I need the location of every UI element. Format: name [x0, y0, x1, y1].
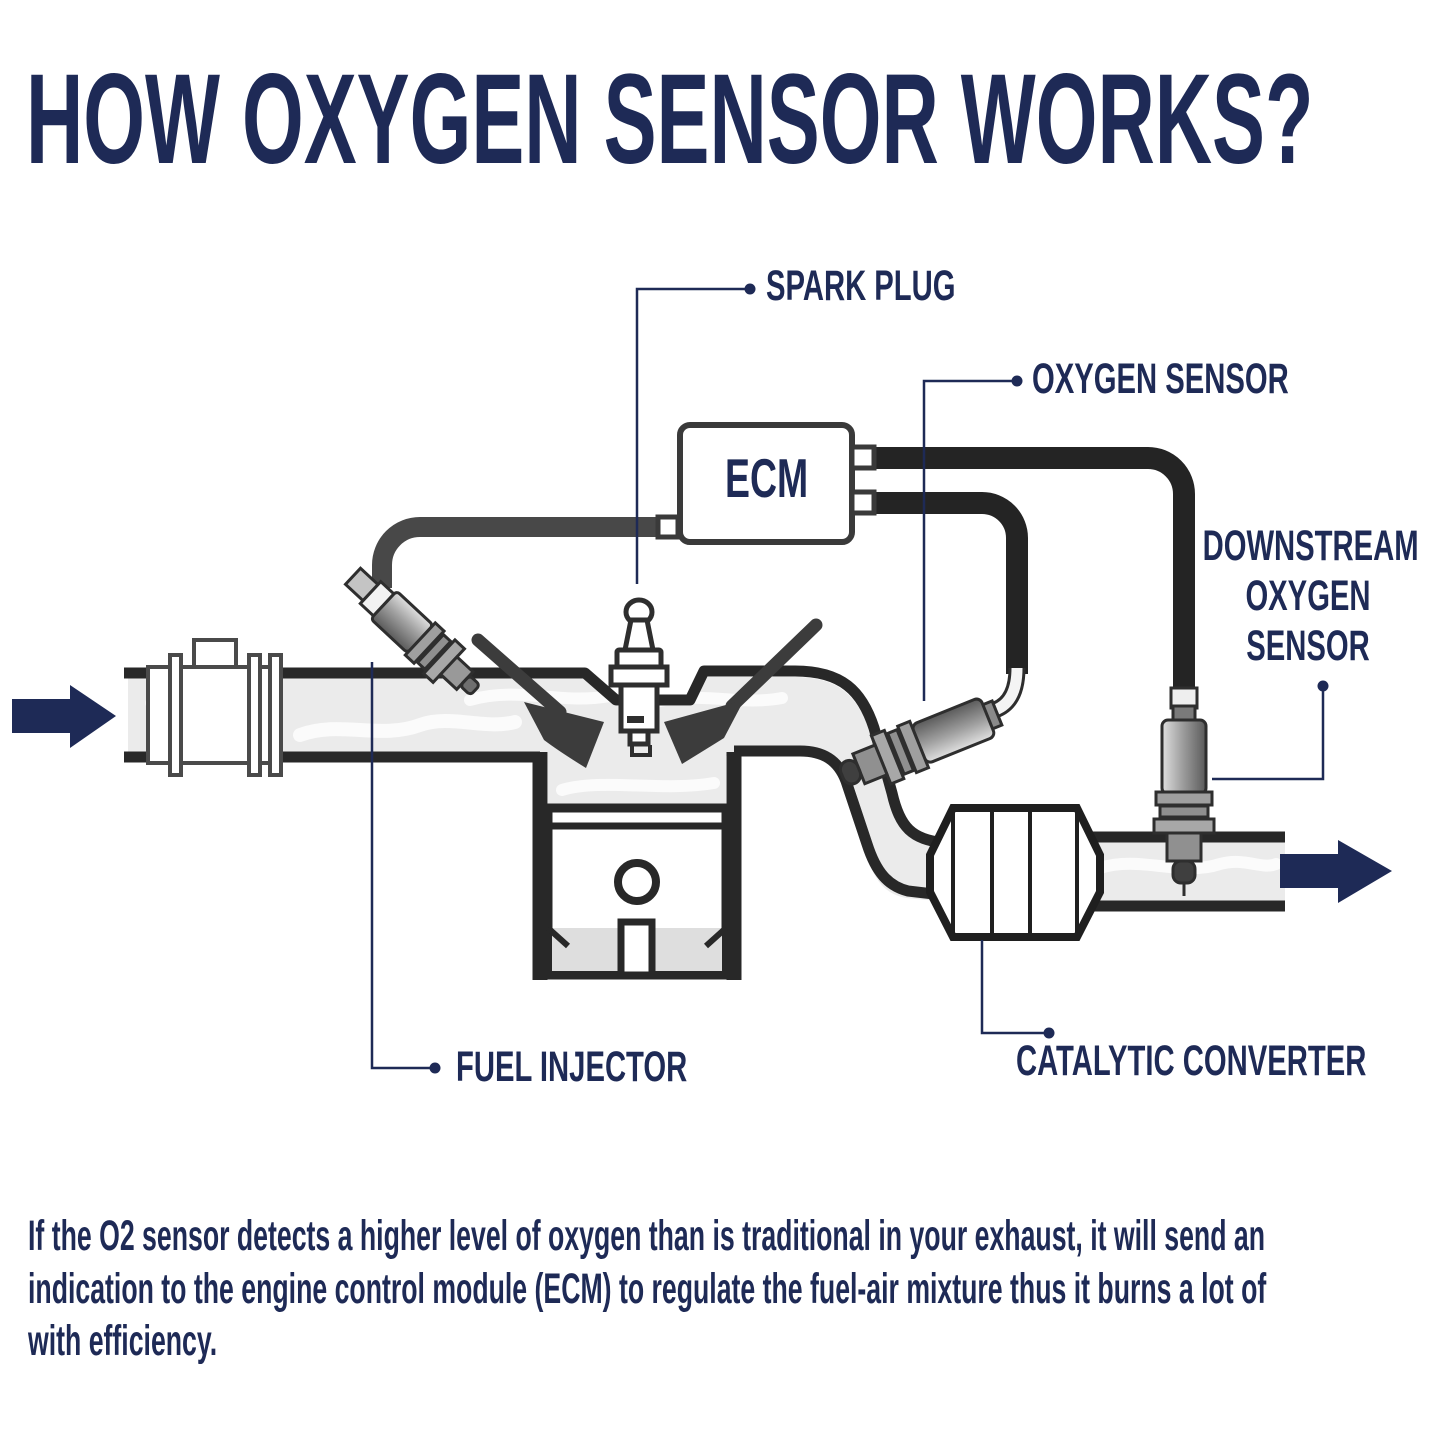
flow-arrows	[12, 685, 1392, 903]
piston-pin	[614, 859, 660, 905]
caption-line-1: If the O2 sensor detects a higher level …	[28, 1212, 1266, 1260]
ecm-label: ECM	[725, 447, 809, 509]
fuel-injector-part	[343, 566, 480, 696]
upstream-oxygen-sensor-part	[838, 697, 1004, 786]
catalytic-converter	[926, 804, 1104, 941]
ecm-module	[655, 422, 877, 545]
catalytic-converter-ribs	[951, 808, 1079, 937]
exhaust-valve-stem	[725, 618, 823, 713]
label-downstream-line3: SENSOR	[1246, 622, 1370, 670]
label-downstream-line2: OXYGEN	[1245, 572, 1371, 620]
ecm-cables	[372, 447, 1195, 718]
engine-cylinder	[532, 752, 742, 980]
upstream-connector-elbow	[992, 667, 1023, 716]
oxygen-sensor-leader	[922, 379, 1012, 701]
cable-to-upstream-sensor	[874, 492, 1028, 674]
cable-to-fuel-injector	[372, 517, 660, 588]
label-catalytic-converter: CATALYTIC CONVERTER	[1016, 1037, 1367, 1085]
engine-valves	[471, 618, 823, 768]
label-downstream-oxygen-sensor: DOWNSTREAM OXYGEN SENSOR	[1202, 521, 1419, 671]
exhaust-valve-head	[664, 700, 744, 764]
label-oxygen-sensor: OXYGEN SENSOR	[1032, 355, 1289, 403]
cylinder-walls	[532, 752, 742, 980]
catalytic-leader-dot	[1043, 1027, 1055, 1039]
piston-slot	[617, 918, 656, 979]
downstream-leader	[1212, 691, 1325, 781]
leader-lines	[370, 283, 1329, 1074]
flow-out-arrow-icon	[1280, 840, 1392, 903]
gas-passage	[124, 665, 1285, 912]
oxygen-sensor-leader-dot	[1011, 375, 1023, 387]
intake-valve-stem	[471, 633, 567, 719]
catalytic-leader	[980, 940, 1044, 1035]
ecm-connector-top	[849, 444, 877, 471]
spark-plug-leader-dot	[744, 283, 756, 295]
page-title: HOW OXYGEN SENSOR WORKS?	[26, 48, 1314, 191]
spark-plug-electrode	[630, 744, 652, 757]
ecm-box	[677, 422, 855, 545]
caption-line-3: with efficiency.	[28, 1317, 218, 1365]
downstream-oxygen-sensor-part	[1152, 686, 1216, 896]
flow-in-arrow-icon	[12, 685, 116, 748]
downstream-leader-dot	[1317, 680, 1329, 692]
intake-air-cleaner	[146, 638, 283, 777]
ecm-connector-bottom	[849, 489, 877, 516]
caption-paragraph: If the O2 sensor detects a higher level …	[28, 1210, 1266, 1368]
cable-to-downstream-sensor	[874, 447, 1195, 690]
label-spark-plug: SPARK PLUG	[766, 262, 956, 310]
spark-plug	[608, 597, 670, 757]
caption-line-2: indication to the engine control module …	[28, 1264, 1267, 1313]
spark-plug-leader	[635, 287, 745, 584]
fuel-injector-leader-dot	[429, 1062, 441, 1074]
ecm-connector-left	[655, 514, 681, 540]
intake-valve-head	[524, 702, 604, 768]
piston-skirt-notches	[545, 925, 729, 949]
label-fuel-injector: FUEL INJECTOR	[456, 1043, 688, 1091]
label-downstream-line1: DOWNSTREAM	[1202, 522, 1419, 570]
fuel-injector-leader	[370, 662, 430, 1070]
